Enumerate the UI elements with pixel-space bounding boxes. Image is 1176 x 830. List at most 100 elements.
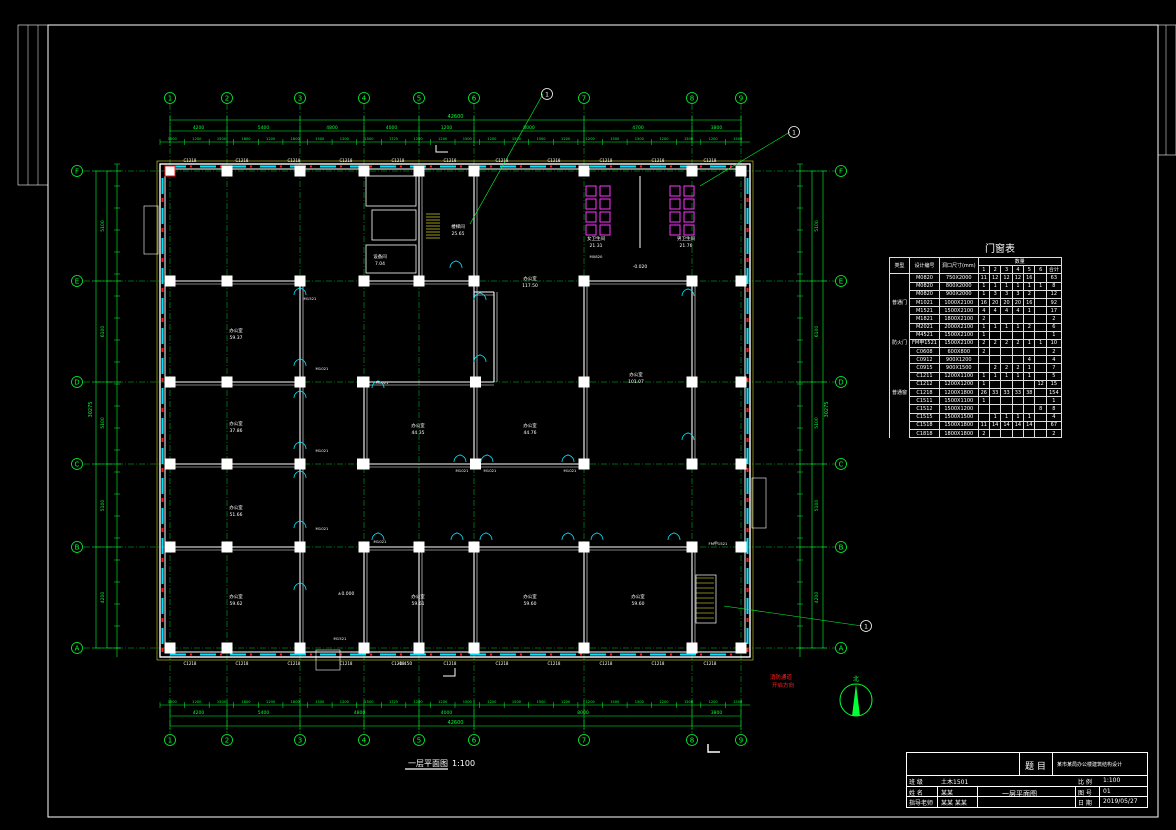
column bbox=[468, 165, 480, 177]
table-cell: 4 bbox=[977, 306, 990, 316]
axis-bubble bbox=[164, 92, 176, 104]
axis-bubble bbox=[835, 541, 847, 553]
dim-bay-left: 5100 bbox=[100, 500, 106, 512]
column bbox=[221, 642, 233, 654]
dim-detail-top: 1800 bbox=[291, 137, 301, 141]
table-cell: 1 bbox=[1000, 371, 1013, 381]
red-note-1: 消防通道 bbox=[770, 673, 793, 681]
table-cell: 1500X2100 bbox=[938, 330, 979, 340]
column bbox=[294, 458, 306, 470]
dim-bay-top: 4200 bbox=[193, 125, 205, 131]
axis-label: 4 bbox=[362, 737, 367, 745]
column bbox=[735, 165, 747, 177]
column bbox=[221, 165, 233, 177]
axis-label: B bbox=[839, 544, 844, 552]
column bbox=[413, 165, 425, 177]
door-swing bbox=[473, 354, 482, 363]
table-cell: 33 bbox=[1000, 387, 1013, 398]
dim-bay-bottom: 5400 bbox=[258, 710, 270, 716]
table-cell: 12 bbox=[1034, 379, 1047, 390]
plan-title: 一层平面图 bbox=[408, 759, 448, 768]
room-name: 办公室 bbox=[523, 275, 537, 282]
room-area: 59.61 bbox=[412, 601, 425, 607]
door-swing bbox=[298, 441, 307, 450]
title-block-project: 某市某局办公楼建筑结构设计 bbox=[1057, 762, 1123, 768]
dim-bay-left: 5100 bbox=[100, 417, 106, 429]
axis-label: 4 bbox=[362, 95, 367, 103]
dim-detail-bottom: 1500 bbox=[364, 700, 374, 704]
dim-bay-bottom: 4800 bbox=[354, 710, 366, 716]
section-mark bbox=[707, 744, 720, 753]
dim-detail-bottom: 1200 bbox=[340, 700, 350, 704]
room-name: 办公室 bbox=[631, 593, 645, 600]
column bbox=[468, 541, 480, 553]
door-tag: M1521 bbox=[304, 296, 318, 301]
table-cell bbox=[1023, 330, 1036, 340]
axis-label: 9 bbox=[739, 95, 743, 103]
door-swing bbox=[455, 532, 464, 541]
table-cell: 防火门 bbox=[888, 339, 911, 348]
window-tag: C1218 bbox=[236, 158, 249, 163]
table-cell: M1021 bbox=[909, 297, 940, 308]
table-cell bbox=[1011, 355, 1025, 365]
table-cell: 1 bbox=[1000, 322, 1013, 332]
table-cell: M0820 bbox=[909, 281, 940, 291]
table-cell bbox=[988, 396, 1002, 406]
table-cell bbox=[1034, 297, 1047, 308]
column bbox=[164, 642, 176, 654]
toilet-stall bbox=[683, 211, 695, 223]
table-cell bbox=[988, 428, 1002, 439]
table-cell bbox=[888, 380, 911, 389]
toilet-stall bbox=[669, 198, 681, 210]
table-cell: 1 bbox=[977, 379, 990, 390]
room-area: 59.62 bbox=[230, 601, 243, 607]
column bbox=[164, 376, 176, 388]
axis-label: A bbox=[75, 645, 80, 653]
dim-bay-left: 6100 bbox=[100, 326, 106, 338]
callout-bubble bbox=[541, 88, 553, 100]
toilet-stall bbox=[683, 185, 695, 197]
axis-bubble bbox=[686, 92, 698, 104]
door-swing bbox=[473, 292, 482, 301]
tb-row-key: 指导老师 bbox=[909, 800, 934, 807]
dim-bay-right: 5100 bbox=[814, 220, 820, 232]
axis-label: 3 bbox=[298, 737, 302, 745]
binding-strip bbox=[17, 24, 49, 186]
table-cell: 1 bbox=[1023, 363, 1036, 373]
table-cell: 1200X1100 bbox=[938, 371, 979, 381]
axis-bubble bbox=[221, 734, 233, 746]
axis-bubble bbox=[835, 275, 847, 287]
table-cell: 1 bbox=[1011, 281, 1025, 291]
table-cell: 4 bbox=[988, 306, 1002, 316]
axis-bubble bbox=[735, 734, 747, 746]
dim-detail-bottom: 1500 bbox=[168, 700, 178, 704]
level-mark: -0.450 bbox=[398, 661, 413, 667]
table-cell bbox=[888, 396, 911, 405]
column bbox=[294, 642, 306, 654]
corner-column bbox=[164, 165, 176, 177]
table-cell: M1821 bbox=[909, 314, 940, 324]
axis-bubble bbox=[71, 458, 83, 470]
room-area: 7.04 bbox=[375, 261, 385, 267]
door-swing bbox=[449, 260, 458, 269]
outer-wall bbox=[159, 163, 751, 658]
table-cell: C0915 bbox=[909, 363, 940, 373]
door-swing bbox=[376, 532, 385, 541]
table-cell: 普通窗 bbox=[888, 388, 911, 397]
toilet-stall bbox=[599, 211, 611, 223]
column bbox=[358, 642, 370, 654]
column bbox=[578, 275, 590, 287]
dim-detail-top: 1500 bbox=[733, 137, 743, 141]
dim-detail-bottom: 1800 bbox=[241, 700, 251, 704]
table-cell: C1212 bbox=[909, 379, 940, 390]
column bbox=[221, 541, 233, 553]
column bbox=[294, 376, 306, 388]
table-cell bbox=[1000, 355, 1013, 365]
callout-label: 1 bbox=[792, 130, 796, 137]
